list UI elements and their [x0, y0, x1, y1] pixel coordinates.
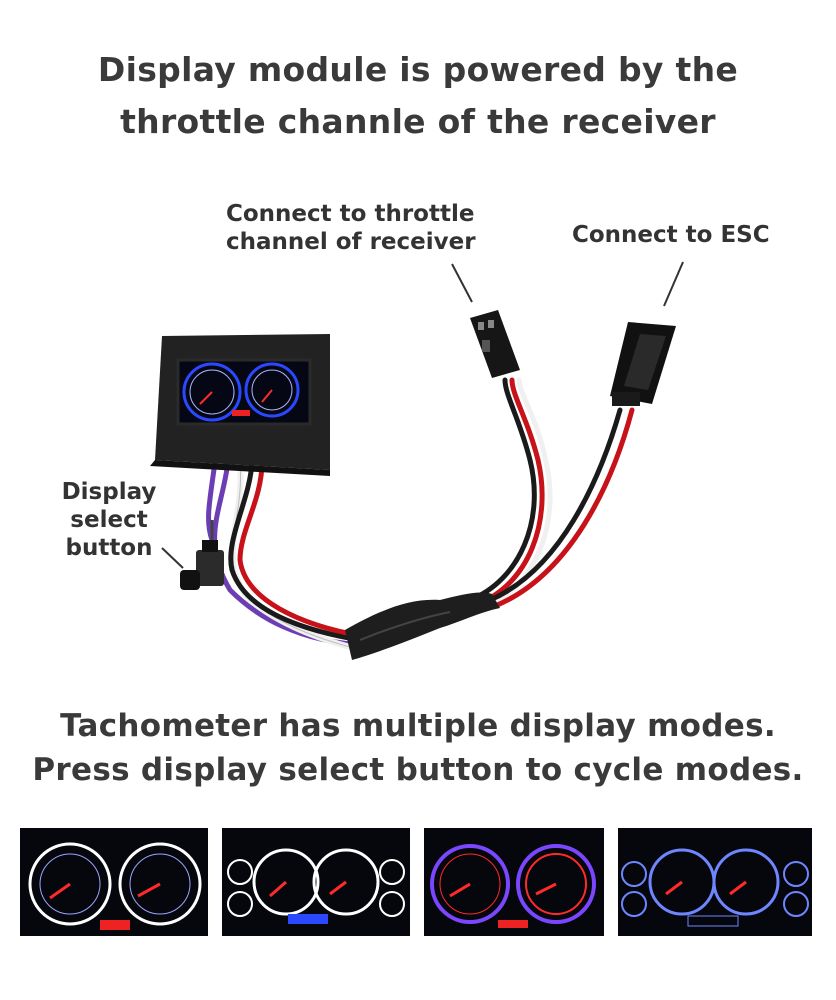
receiver-connector [470, 310, 520, 378]
title-line-1: Display module is powered by the [97, 50, 739, 89]
title-line-2: throttle channle of the receiver [120, 102, 716, 141]
callout-button: Display select button [50, 478, 168, 562]
product-photo [150, 261, 684, 660]
esc-connector [610, 322, 676, 406]
footer-line-2: Press display select button to cycle mod… [32, 752, 804, 788]
heat-shrink [345, 592, 500, 660]
thumbnail-mode-3 [424, 828, 604, 936]
select-button [180, 520, 224, 590]
callout-receiver-line-2: channel of receiver [226, 229, 476, 255]
thumbnail-mode-1 [20, 828, 208, 936]
module-wires [206, 459, 365, 653]
callout-esc: Connect to ESC [572, 222, 770, 248]
pointer-button [161, 547, 184, 569]
pointer-esc [663, 261, 684, 307]
thumbnail-mode-4 [618, 828, 812, 936]
harness-wires [467, 377, 635, 613]
callout-button-line-3: button [65, 535, 153, 561]
callout-button-line-1: Display [61, 479, 157, 505]
footer-caption: Tachometer has multiple display modes. P… [0, 704, 836, 792]
footer-line-1: Tachometer has multiple display modes. [60, 708, 776, 744]
page-title: Display module is powered by the throttl… [0, 44, 836, 148]
callout-receiver: Connect to throttle channel of receiver [226, 200, 476, 256]
pointer-receiver [451, 263, 473, 303]
callout-receiver-line-1: Connect to throttle [226, 201, 475, 227]
display-module [150, 334, 330, 476]
callout-button-line-2: select [70, 507, 148, 533]
thumbnail-mode-2 [222, 828, 410, 936]
